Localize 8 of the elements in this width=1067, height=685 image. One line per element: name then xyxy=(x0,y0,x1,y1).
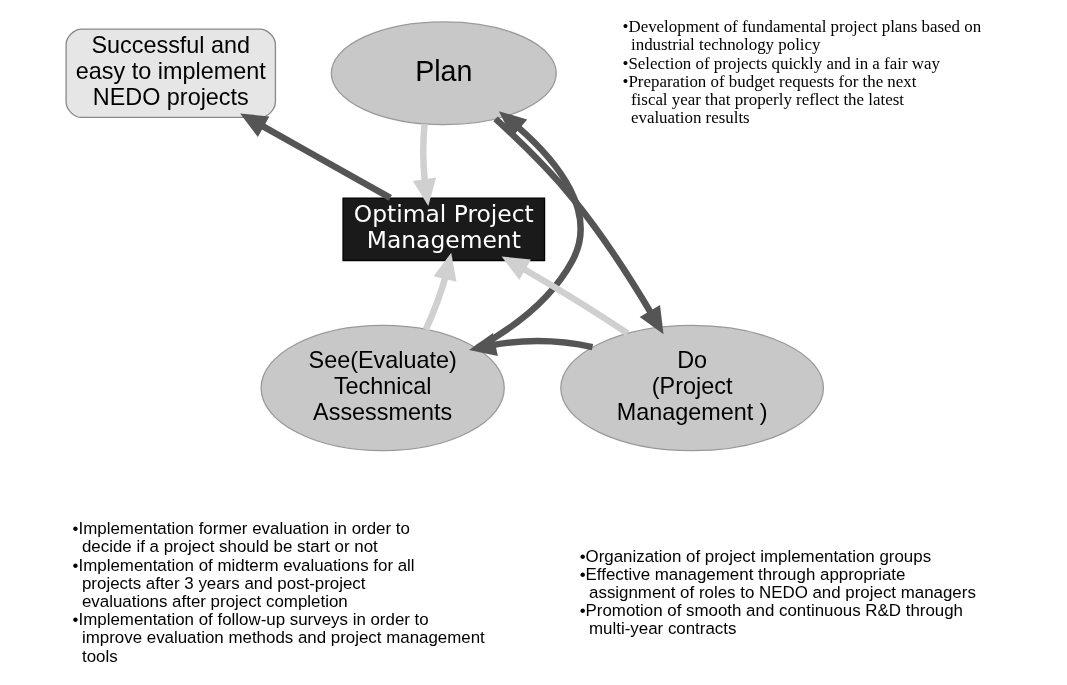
node-label: •Development of fundamental project plans based on industrial technology policy xyxy=(622,17,982,55)
node-label: •Implementation former evaluation in order to decide if a project should be start or not xyxy=(72,519,410,557)
node-label: •Selection of projects quickly and in a fair way xyxy=(622,53,940,73)
node-label: •Organization of project implementation groups xyxy=(579,546,932,566)
node-label: •Implementation of midterm evaluations for all projects after 3 years and post-project evaluations after project completion xyxy=(72,555,415,612)
node-label: •Implementation of follow-up surveys in order to improve evaluation methods and project management tools xyxy=(72,610,485,666)
node-label: •Promotion of smooth and continuous R&D through multi-year contracts xyxy=(579,601,964,639)
node-label: •Effective management through appropriate assignment of roles to NEDO and project managers xyxy=(579,564,976,602)
